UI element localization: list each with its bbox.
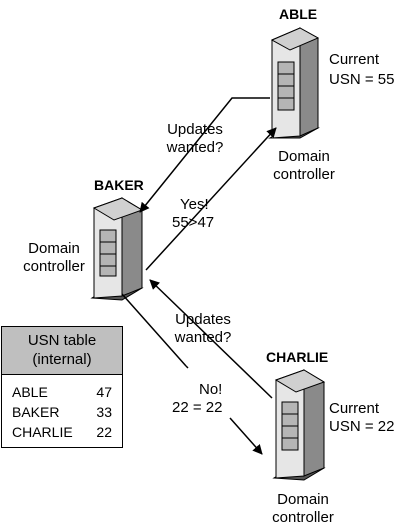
arrow-baker-to-charlie — [121, 293, 262, 454]
baker-role-line1: Domain — [28, 240, 80, 257]
usn-row-value: 22 — [96, 424, 112, 440]
able-server-icon — [268, 27, 320, 139]
charlie-usn-label: Current — [329, 400, 380, 417]
query-charlie-line1: Updates — [175, 311, 231, 328]
arrow-able-to-baker — [139, 97, 270, 213]
usn-table-title-line2: (internal) — [32, 351, 92, 368]
usn-row-value: 33 — [96, 404, 112, 420]
reply-able-line1: Yes! — [180, 196, 209, 213]
usn-row-value: 47 — [96, 384, 112, 400]
usn-row-server: BAKER — [12, 404, 60, 420]
usn-table-row: BAKER 33 — [12, 404, 112, 422]
charlie-name: CHARLIE — [266, 349, 329, 365]
usn-table-row: CHARLIE 22 — [12, 424, 112, 442]
usn-table-title-line1: USN table — [27, 332, 97, 349]
charlie-server-icon — [272, 369, 326, 481]
reply-charlie-line2: 22 = 22 — [172, 399, 223, 416]
usn-table-row: ABLE 47 — [12, 384, 112, 402]
able-role-line2: controller — [273, 166, 335, 183]
reply-able-line2: 55>47 — [172, 214, 215, 231]
able-name: ABLE — [279, 6, 318, 22]
able-role-line1: Domain — [278, 148, 330, 165]
charlie-role-line1: Domain — [277, 491, 329, 508]
baker-name: BAKER — [94, 177, 144, 193]
query-able-line1: Updates — [167, 121, 223, 138]
charlie-usn-value: USN = 22 — [329, 418, 395, 435]
able-usn-value: USN = 55 — [329, 71, 395, 88]
charlie-role-line2: controller — [272, 509, 334, 526]
arrow-charlie-to-baker — [149, 279, 273, 399]
usn-row-server: CHARLIE — [12, 424, 73, 440]
arrow-baker-to-able — [145, 127, 277, 271]
usn-table: USN table (internal) ABLE 47 BAKER 33 CH… — [1, 326, 123, 448]
usn-table-header: USN table (internal) — [2, 327, 122, 375]
reply-charlie-line1: No! — [199, 381, 223, 398]
baker-role-line2: controller — [23, 258, 85, 275]
baker-server-icon — [90, 197, 144, 301]
able-usn-label: Current — [329, 51, 380, 68]
query-able-line2: wanted? — [166, 139, 224, 156]
usn-row-server: ABLE — [12, 384, 48, 400]
query-charlie-line2: wanted? — [174, 329, 232, 346]
